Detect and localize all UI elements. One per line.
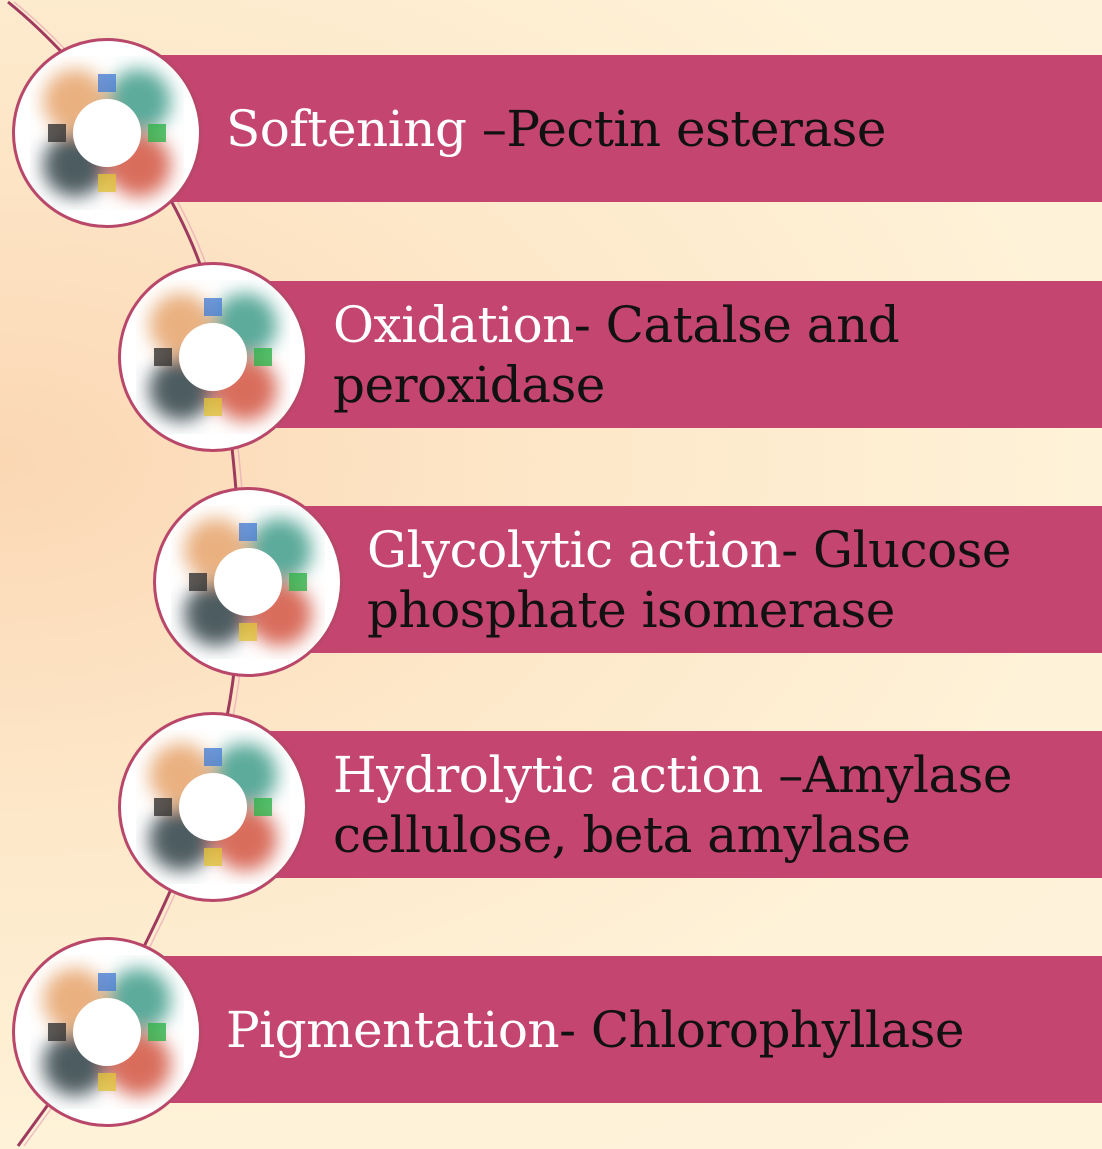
item-band-hydrolytic: Hydrolytic action –Amylase cellulose, be… — [262, 731, 1102, 878]
ring-icon-graphic — [184, 518, 312, 646]
ring-icon — [153, 487, 343, 677]
ring-icon-graphic — [43, 69, 171, 197]
item-label: Hydrolytic action –Amylase cellulose, be… — [333, 745, 1013, 864]
ring-icon-graphic — [149, 293, 277, 421]
ring-icon — [12, 937, 202, 1127]
ring-icon-graphic — [149, 743, 277, 871]
ring-icon — [118, 712, 308, 902]
item-label: Softening –Pectin esterase — [226, 99, 886, 158]
item-band-softening: Softening –Pectin esterase — [150, 55, 1102, 202]
ring-icon — [118, 262, 308, 452]
item-band-pigmentation: Pigmentation- Chlorophyllase — [150, 956, 1102, 1103]
ring-icon — [12, 38, 202, 228]
ring-icon-graphic — [43, 968, 171, 1096]
item-label: Glycolytic action- Glucose phosphate iso… — [367, 520, 1012, 639]
item-band-oxidation: Oxidation- Catalse and peroxidase — [262, 281, 1102, 428]
item-label: Pigmentation- Chlorophyllase — [226, 1000, 964, 1059]
item-band-glycolytic: Glycolytic action- Glucose phosphate iso… — [300, 506, 1102, 653]
item-label: Oxidation- Catalse and peroxidase — [333, 295, 900, 414]
